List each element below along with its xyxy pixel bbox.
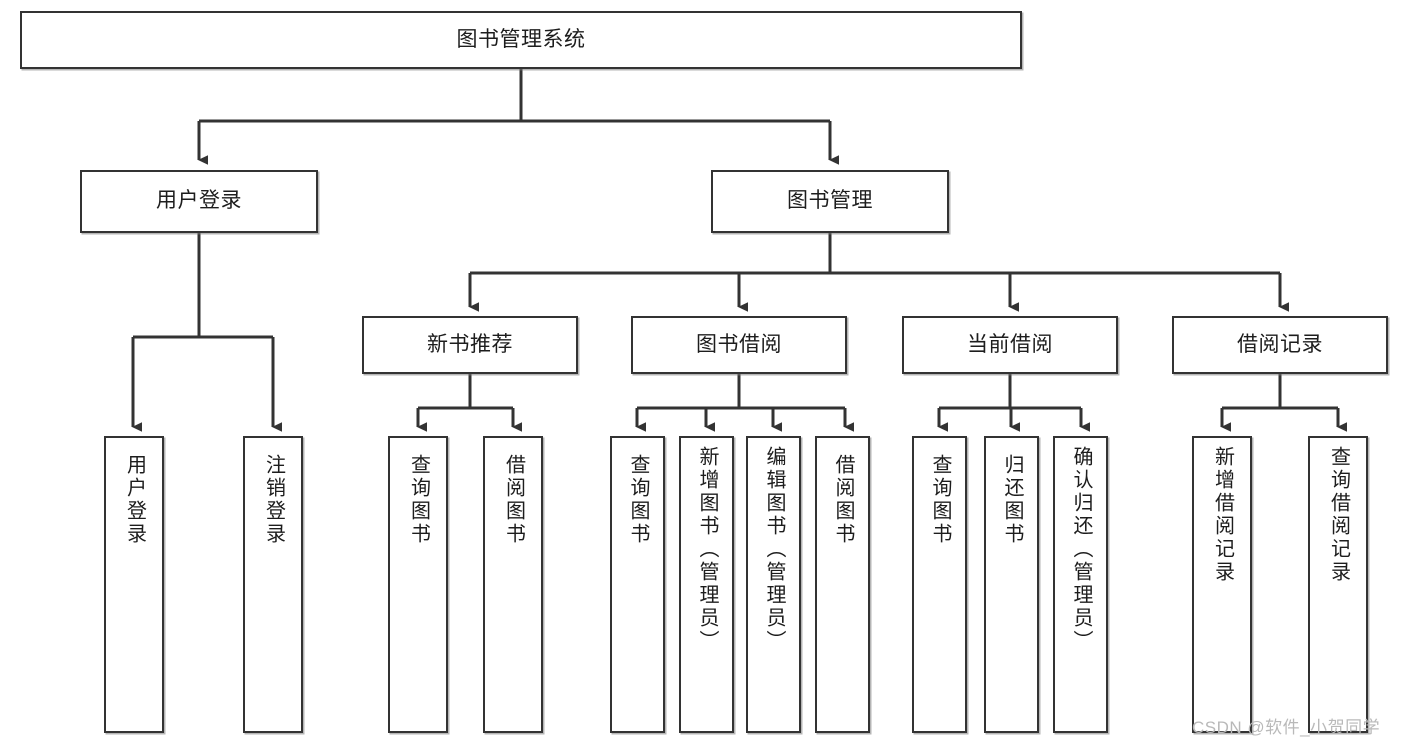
node-leaf-return-book[interactable]: 归还图书 — [984, 436, 1039, 733]
node-root[interactable]: 图书管理系统 — [20, 11, 1022, 69]
node-leaf-add-record[interactable]: 新增借阅记录 — [1192, 436, 1252, 733]
node-leaf-query-book-3[interactable]: 查询图书 — [912, 436, 967, 733]
node-leaf-query-book-2[interactable]: 查询图书 — [610, 436, 665, 733]
node-leaf-query-record-label: 查询借阅记录 — [1327, 446, 1350, 584]
node-leaf-add-record-label: 新增借阅记录 — [1211, 446, 1234, 584]
node-leaf-query-book-2-label: 查询图书 — [627, 454, 649, 546]
csdn-watermark: CSDN @软件_小贺同学 — [1192, 718, 1381, 737]
node-leaf-query-record[interactable]: 查询借阅记录 — [1308, 436, 1368, 733]
node-leaf-user-login-label: 用户登录 — [123, 454, 146, 546]
node-leaf-borrow-book-2[interactable]: 借阅图书 — [815, 436, 870, 733]
node-leaf-confirm-return[interactable]: 确认归还（管理员） — [1053, 436, 1108, 733]
node-book-manage[interactable]: 图书管理 — [711, 170, 949, 233]
node-leaf-borrow-book-2-label: 借阅图书 — [832, 454, 854, 546]
node-leaf-borrow-book-1[interactable]: 借阅图书 — [483, 436, 543, 733]
node-leaf-query-book-3-label: 查询图书 — [929, 454, 951, 546]
node-book-borrow[interactable]: 图书借阅 — [631, 316, 847, 374]
node-borrow-record-label: 借阅记录 — [1237, 332, 1323, 356]
node-book-borrow-label: 图书借阅 — [696, 332, 782, 356]
node-leaf-borrow-book-1-label: 借阅图书 — [502, 454, 525, 546]
node-current-borrow[interactable]: 当前借阅 — [902, 316, 1118, 374]
node-new-book-rec-label: 新书推荐 — [427, 332, 513, 356]
node-book-manage-label: 图书管理 — [787, 189, 873, 213]
node-leaf-add-book-label: 新增图书（管理员） — [696, 446, 718, 653]
node-root-label: 图书管理系统 — [456, 27, 586, 51]
node-user-login-label: 用户登录 — [156, 189, 242, 213]
node-leaf-confirm-return-label: 确认归还（管理员） — [1070, 446, 1092, 653]
node-borrow-record[interactable]: 借阅记录 — [1172, 316, 1388, 374]
node-leaf-edit-book-label: 编辑图书（管理员） — [763, 446, 785, 653]
node-leaf-user-login[interactable]: 用户登录 — [104, 436, 164, 733]
node-leaf-edit-book[interactable]: 编辑图书（管理员） — [746, 436, 801, 733]
node-leaf-user-logout-label: 注销登录 — [262, 454, 285, 546]
node-current-borrow-label: 当前借阅 — [967, 332, 1053, 356]
node-leaf-user-logout[interactable]: 注销登录 — [243, 436, 303, 733]
node-new-book-rec[interactable]: 新书推荐 — [362, 316, 578, 374]
node-user-login[interactable]: 用户登录 — [80, 170, 318, 233]
node-leaf-add-book[interactable]: 新增图书（管理员） — [679, 436, 734, 733]
node-leaf-query-book-1[interactable]: 查询图书 — [388, 436, 448, 733]
node-leaf-return-book-label: 归还图书 — [1001, 454, 1023, 546]
node-leaf-query-book-1-label: 查询图书 — [407, 454, 430, 546]
